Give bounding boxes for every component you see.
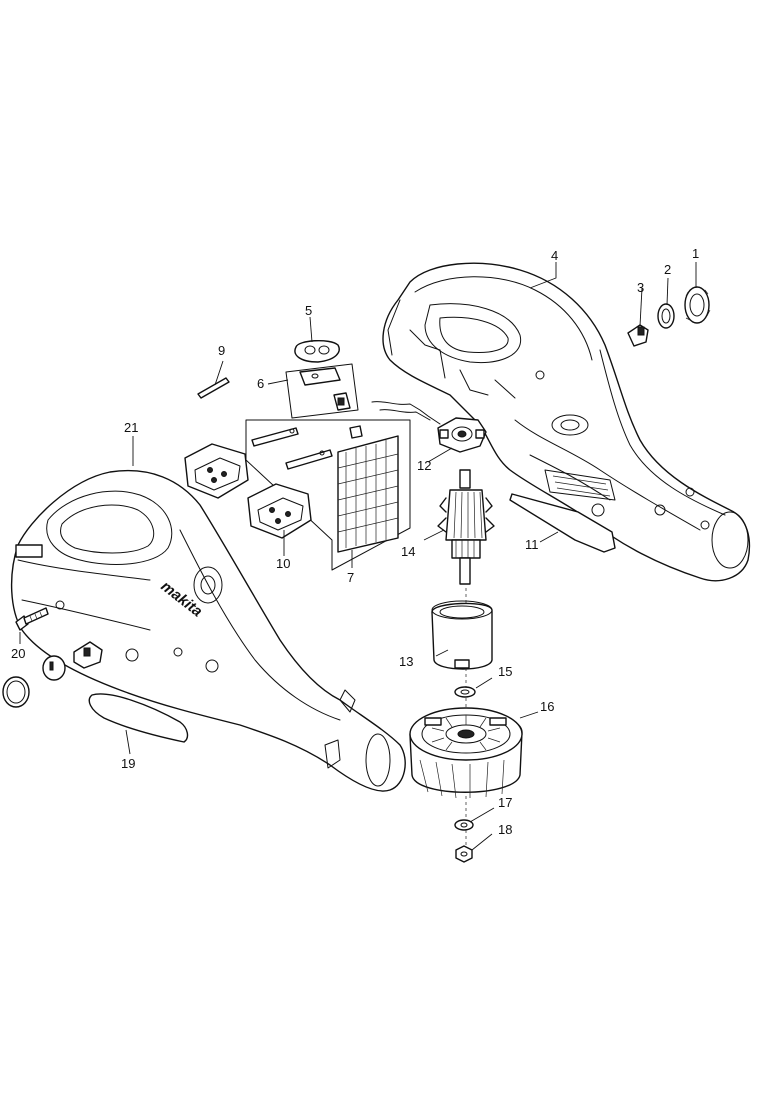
- callout-9: 9: [218, 343, 225, 358]
- callout-12: 12: [417, 458, 431, 473]
- callout-15: 15: [498, 664, 512, 679]
- callout-10: 10: [276, 556, 290, 571]
- callout-4: 4: [551, 248, 558, 263]
- part-21-left-housing: makita: [10, 469, 406, 792]
- part-20-screw: [15, 607, 49, 631]
- callout-19: 19: [121, 756, 135, 771]
- callout-2: 2: [664, 262, 671, 277]
- part-10-controller-lower: [247, 483, 312, 539]
- part-2-ring: [657, 303, 675, 329]
- part-9-spring-pin: [197, 377, 230, 399]
- callout-7: 7: [347, 570, 354, 585]
- part-4-right-housing: [382, 262, 751, 582]
- part-18-nut: [455, 845, 473, 863]
- callout-16: 16: [540, 699, 554, 714]
- callout-5: 5: [305, 303, 312, 318]
- part-15-washer: [454, 686, 476, 698]
- callout-14: 14: [401, 544, 415, 559]
- part-19-cover: [88, 693, 189, 743]
- part-12-brush-holder: [371, 401, 487, 453]
- callout-18: 18: [498, 822, 512, 837]
- part-14-armature: [437, 469, 495, 585]
- part-10-controller-upper: [184, 443, 249, 499]
- callout-17: 17: [498, 795, 512, 810]
- part-16-fan: [409, 707, 523, 799]
- callout-13: 13: [399, 654, 413, 669]
- leader-lines: [19, 262, 697, 851]
- callout-6: 6: [257, 376, 264, 391]
- part-7-controller-set: [245, 419, 411, 571]
- part-6-switch-set: [285, 363, 359, 419]
- callout-3: 3: [637, 280, 644, 295]
- part-5-button-cap: [294, 340, 340, 363]
- callout-1: 1: [692, 246, 699, 261]
- small-parts-cluster: [2, 641, 103, 708]
- callout-21: 21: [124, 420, 138, 435]
- part-1-ring-nut: [684, 286, 711, 324]
- part-13-sleeve: [431, 600, 493, 670]
- part-3-switch-knob: [627, 324, 649, 347]
- callout-11: 11: [525, 537, 539, 552]
- callout-labels: 1 2 3 4 5 6 7 9 10 11 12 13 14 15 16 17 …: [11, 246, 699, 837]
- part-17-washer: [454, 819, 474, 831]
- callout-20: 20: [11, 646, 25, 661]
- part-11-plate: [509, 493, 616, 553]
